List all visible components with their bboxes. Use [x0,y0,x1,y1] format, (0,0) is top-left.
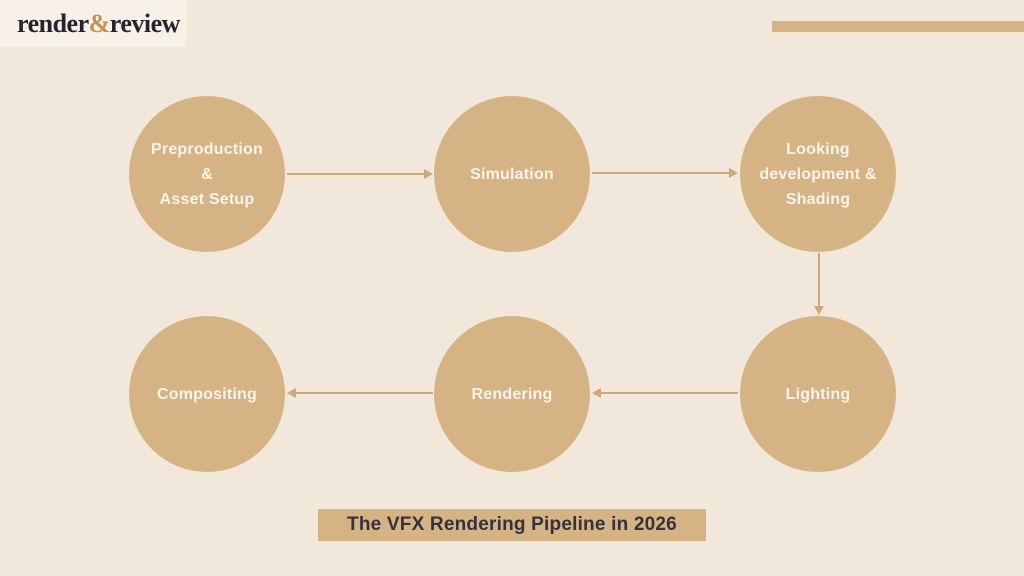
node-lighting: Lighting [740,316,896,472]
node-simulation-label: Simulation [470,165,554,183]
arrow-lookdev-to-lighting [814,253,824,315]
arrow-lighting-to-rendering [592,388,738,398]
arrow-left-icon [592,388,601,398]
logo-word-render: render [17,8,89,38]
arrow-preproduction-to-simulation [287,169,433,179]
arrow-right-icon [729,168,738,178]
node-lighting-label: Lighting [785,385,851,403]
arrow-left-icon [287,388,296,398]
arrow-down-icon [814,306,824,315]
arrow-rendering-to-compositing [287,388,433,398]
brand-logo-text: render&review [17,9,180,39]
logo-ampersand: & [88,8,111,38]
node-compositing-label: Compositing [157,385,257,403]
node-compositing: Compositing [129,316,285,472]
node-rendering-label: Rendering [471,385,553,403]
node-rendering: Rendering [434,316,590,472]
node-preproduction-label: Preproduction & Asset Setup [151,140,263,208]
title-banner: The VFX Rendering Pipeline in 2026 [318,509,706,541]
node-looking-development: Looking development & Shading [740,96,896,252]
node-looking-development-label: Looking development & Shading [759,140,877,208]
node-simulation: Simulation [434,96,590,252]
brand-logo: render&review [0,0,186,47]
logo-word-review: review [109,8,181,38]
arrow-right-icon [424,169,433,179]
slide-title: The VFX Rendering Pipeline in 2026 [347,514,677,535]
accent-bar [772,21,1024,32]
arrow-simulation-to-lookdev [592,168,738,178]
node-preproduction: Preproduction & Asset Setup [129,96,285,252]
